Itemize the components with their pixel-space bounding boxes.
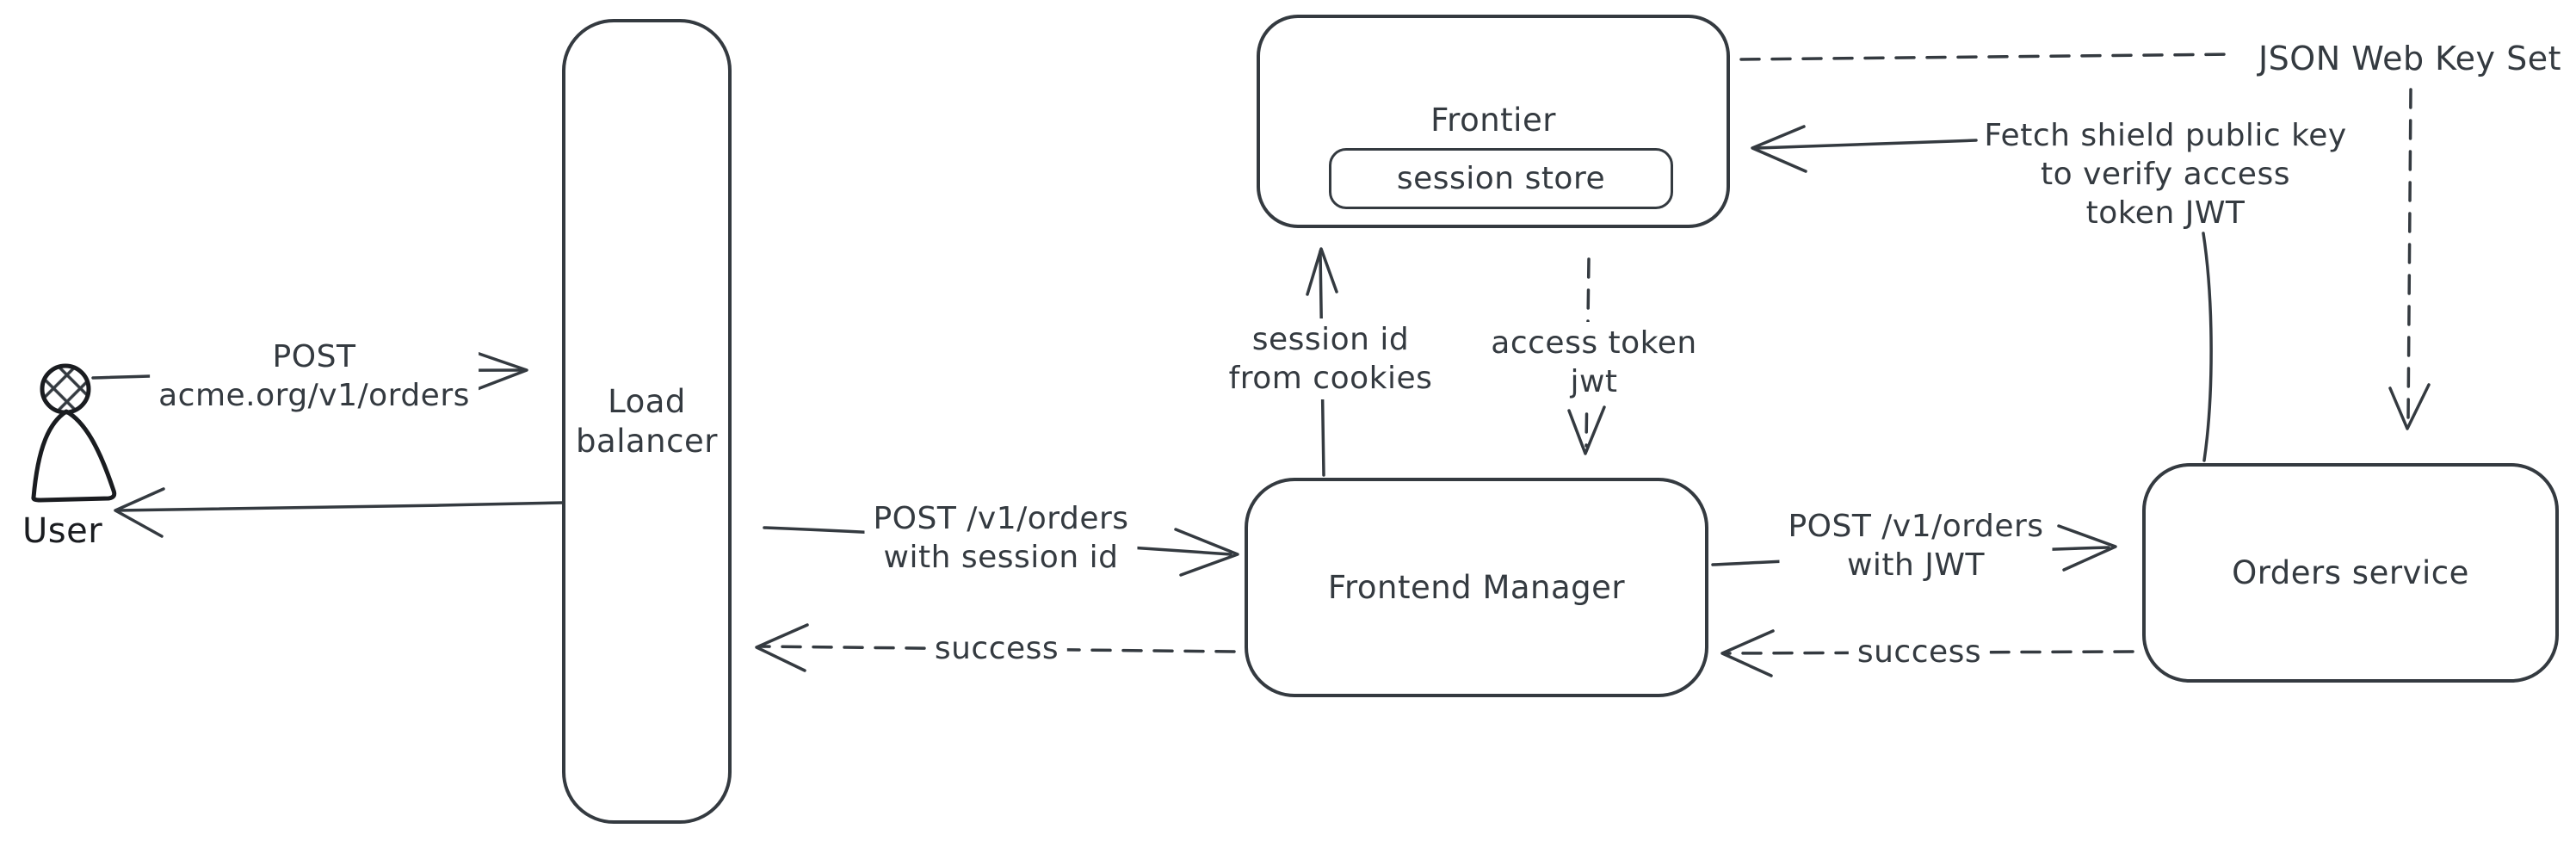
label-post-acme-line1: POST [272, 339, 356, 374]
arrow-orders-to-frontier-fetch[interactable] [1751, 125, 2213, 462]
load-balancer-label: Load balancer [565, 382, 728, 461]
label-post-jwt-line2: with JWT [1846, 547, 1986, 583]
arrow-lb-to-user[interactable] [114, 487, 565, 538]
frontier-label: Frontier [1430, 102, 1556, 139]
label-post-session: POST /v1/orders with session id [864, 498, 1138, 578]
load-balancer-label-line2: balancer [576, 422, 718, 460]
label-post-acme-line2: acme.org/v1/orders [158, 378, 470, 413]
label-access-token-line2: jwt [1570, 364, 1618, 399]
label-session-id-line1: session id [1251, 322, 1410, 357]
user-label: User [22, 511, 103, 551]
node-load-balancer[interactable]: Load balancer [562, 19, 732, 824]
node-frontend-manager[interactable]: Frontend Manager [1245, 478, 1708, 697]
label-fetch-key-line2: to verify access [2041, 157, 2290, 192]
user-head [40, 363, 91, 415]
user-figure[interactable] [31, 363, 117, 503]
label-post-jwt-line1: POST /v1/orders [1788, 509, 2044, 544]
label-post-jwt: POST /v1/orders with JWT [1779, 505, 2053, 586]
label-post-acme: POST acme.org/v1/orders [150, 336, 479, 417]
frontend-manager-label-line2: Manager [1482, 568, 1626, 606]
line-frontier-to-jwks[interactable] [1739, 53, 2237, 61]
label-session-id: session id from cookies [1220, 318, 1442, 399]
label-access-token-line1: access token [1491, 325, 1697, 361]
label-access-token: access token jwt [1482, 322, 1706, 403]
label-post-session-line1: POST /v1/orders [873, 501, 1129, 536]
label-post-session-line2: with session id [883, 540, 1119, 575]
label-fetch-key-line1: Fetch shield public key [1984, 118, 2347, 153]
orders-service-label: Orders service [2232, 553, 2469, 591]
label-success-right: success [1848, 631, 1991, 673]
load-balancer-label-line1: Load [608, 382, 686, 420]
label-session-id-line2: from cookies [1228, 361, 1433, 396]
label-jwks: JSON Web Key Set [2258, 40, 2562, 77]
user-body [31, 409, 117, 503]
node-frontier[interactable]: Frontier session store [1257, 15, 1730, 228]
node-orders-service[interactable]: Orders service [2142, 463, 2559, 683]
label-success-left: success [925, 628, 1068, 670]
frontend-manager-label: Frontend Manager [1328, 568, 1625, 608]
arrow-jwks-to-orders[interactable] [2388, 88, 2431, 430]
arrow-fm-to-lb-success[interactable] [755, 623, 1236, 672]
label-fetch-key: Fetch shield public key to verify access… [1975, 114, 2355, 234]
node-session-store[interactable]: session store [1329, 148, 1673, 209]
frontend-manager-label-line1: Frontend [1327, 568, 1473, 606]
session-store-label: session store [1396, 160, 1606, 196]
label-fetch-key-line3: token JWT [2085, 195, 2246, 231]
